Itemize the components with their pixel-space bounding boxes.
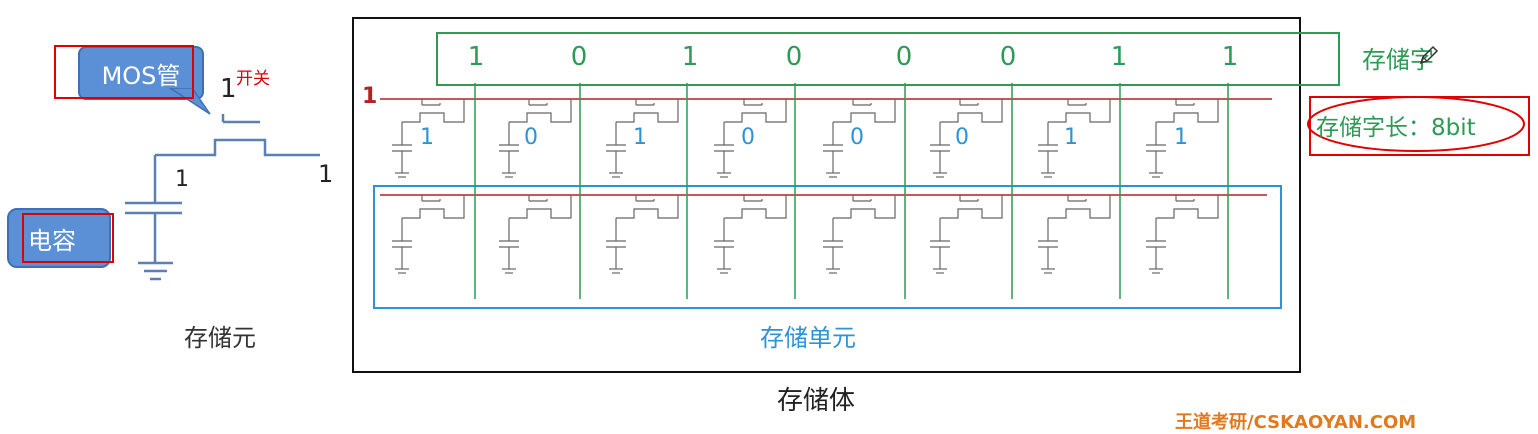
storage-element-circuit: [125, 114, 320, 281]
storage-element-caption: 存储元: [184, 324, 256, 352]
row-marker: 1: [362, 84, 378, 109]
storage-word-box: [436, 32, 1340, 86]
switch-value: 1: [220, 74, 237, 104]
cell-bit: 1: [1174, 125, 1188, 150]
word-bit: 1: [1110, 42, 1128, 72]
storage-unit-label: 存储单元: [760, 324, 856, 352]
switch-label: 开关: [236, 69, 270, 89]
watermark: 王道考研/CSKAOYAN.COM: [1175, 412, 1417, 433]
pen-icon: [1419, 45, 1439, 65]
mos-callout-pointer: [170, 88, 211, 115]
word-bit: 1: [681, 42, 699, 72]
word-bit: 0: [570, 42, 588, 72]
word-bit: 1: [467, 42, 485, 72]
mid-value: 1: [175, 167, 189, 192]
storage-unit-box: [373, 185, 1282, 309]
mos-label: MOS管: [101, 61, 181, 90]
cell-bit: 1: [1064, 125, 1078, 150]
cell-bit: 0: [741, 125, 755, 150]
capacitor-label: 电容: [28, 226, 76, 255]
memory-cell-array: [380, 83, 1272, 299]
word-length-circle: [1307, 96, 1525, 152]
capacitor-highlight-box: [22, 213, 114, 263]
word-length-label: 存储字长：8bit: [1316, 115, 1476, 141]
cell-bit: 1: [633, 125, 647, 150]
memory-body-caption: 存储体: [777, 386, 856, 416]
mos-highlight-box: [54, 45, 194, 99]
word-bit: 1: [1221, 42, 1239, 72]
cell-bit: 0: [524, 125, 538, 150]
cell-bit: 1: [420, 125, 434, 150]
word-bit: 0: [999, 42, 1017, 72]
word-bit: 0: [895, 42, 913, 72]
word-bit: 0: [785, 42, 803, 72]
cell-bit: 0: [850, 125, 864, 150]
memory-body-frame: [352, 17, 1301, 373]
cell-bit: 0: [955, 125, 969, 150]
right-value: 1: [318, 160, 334, 188]
capacitor-callout: 电容: [7, 208, 111, 268]
